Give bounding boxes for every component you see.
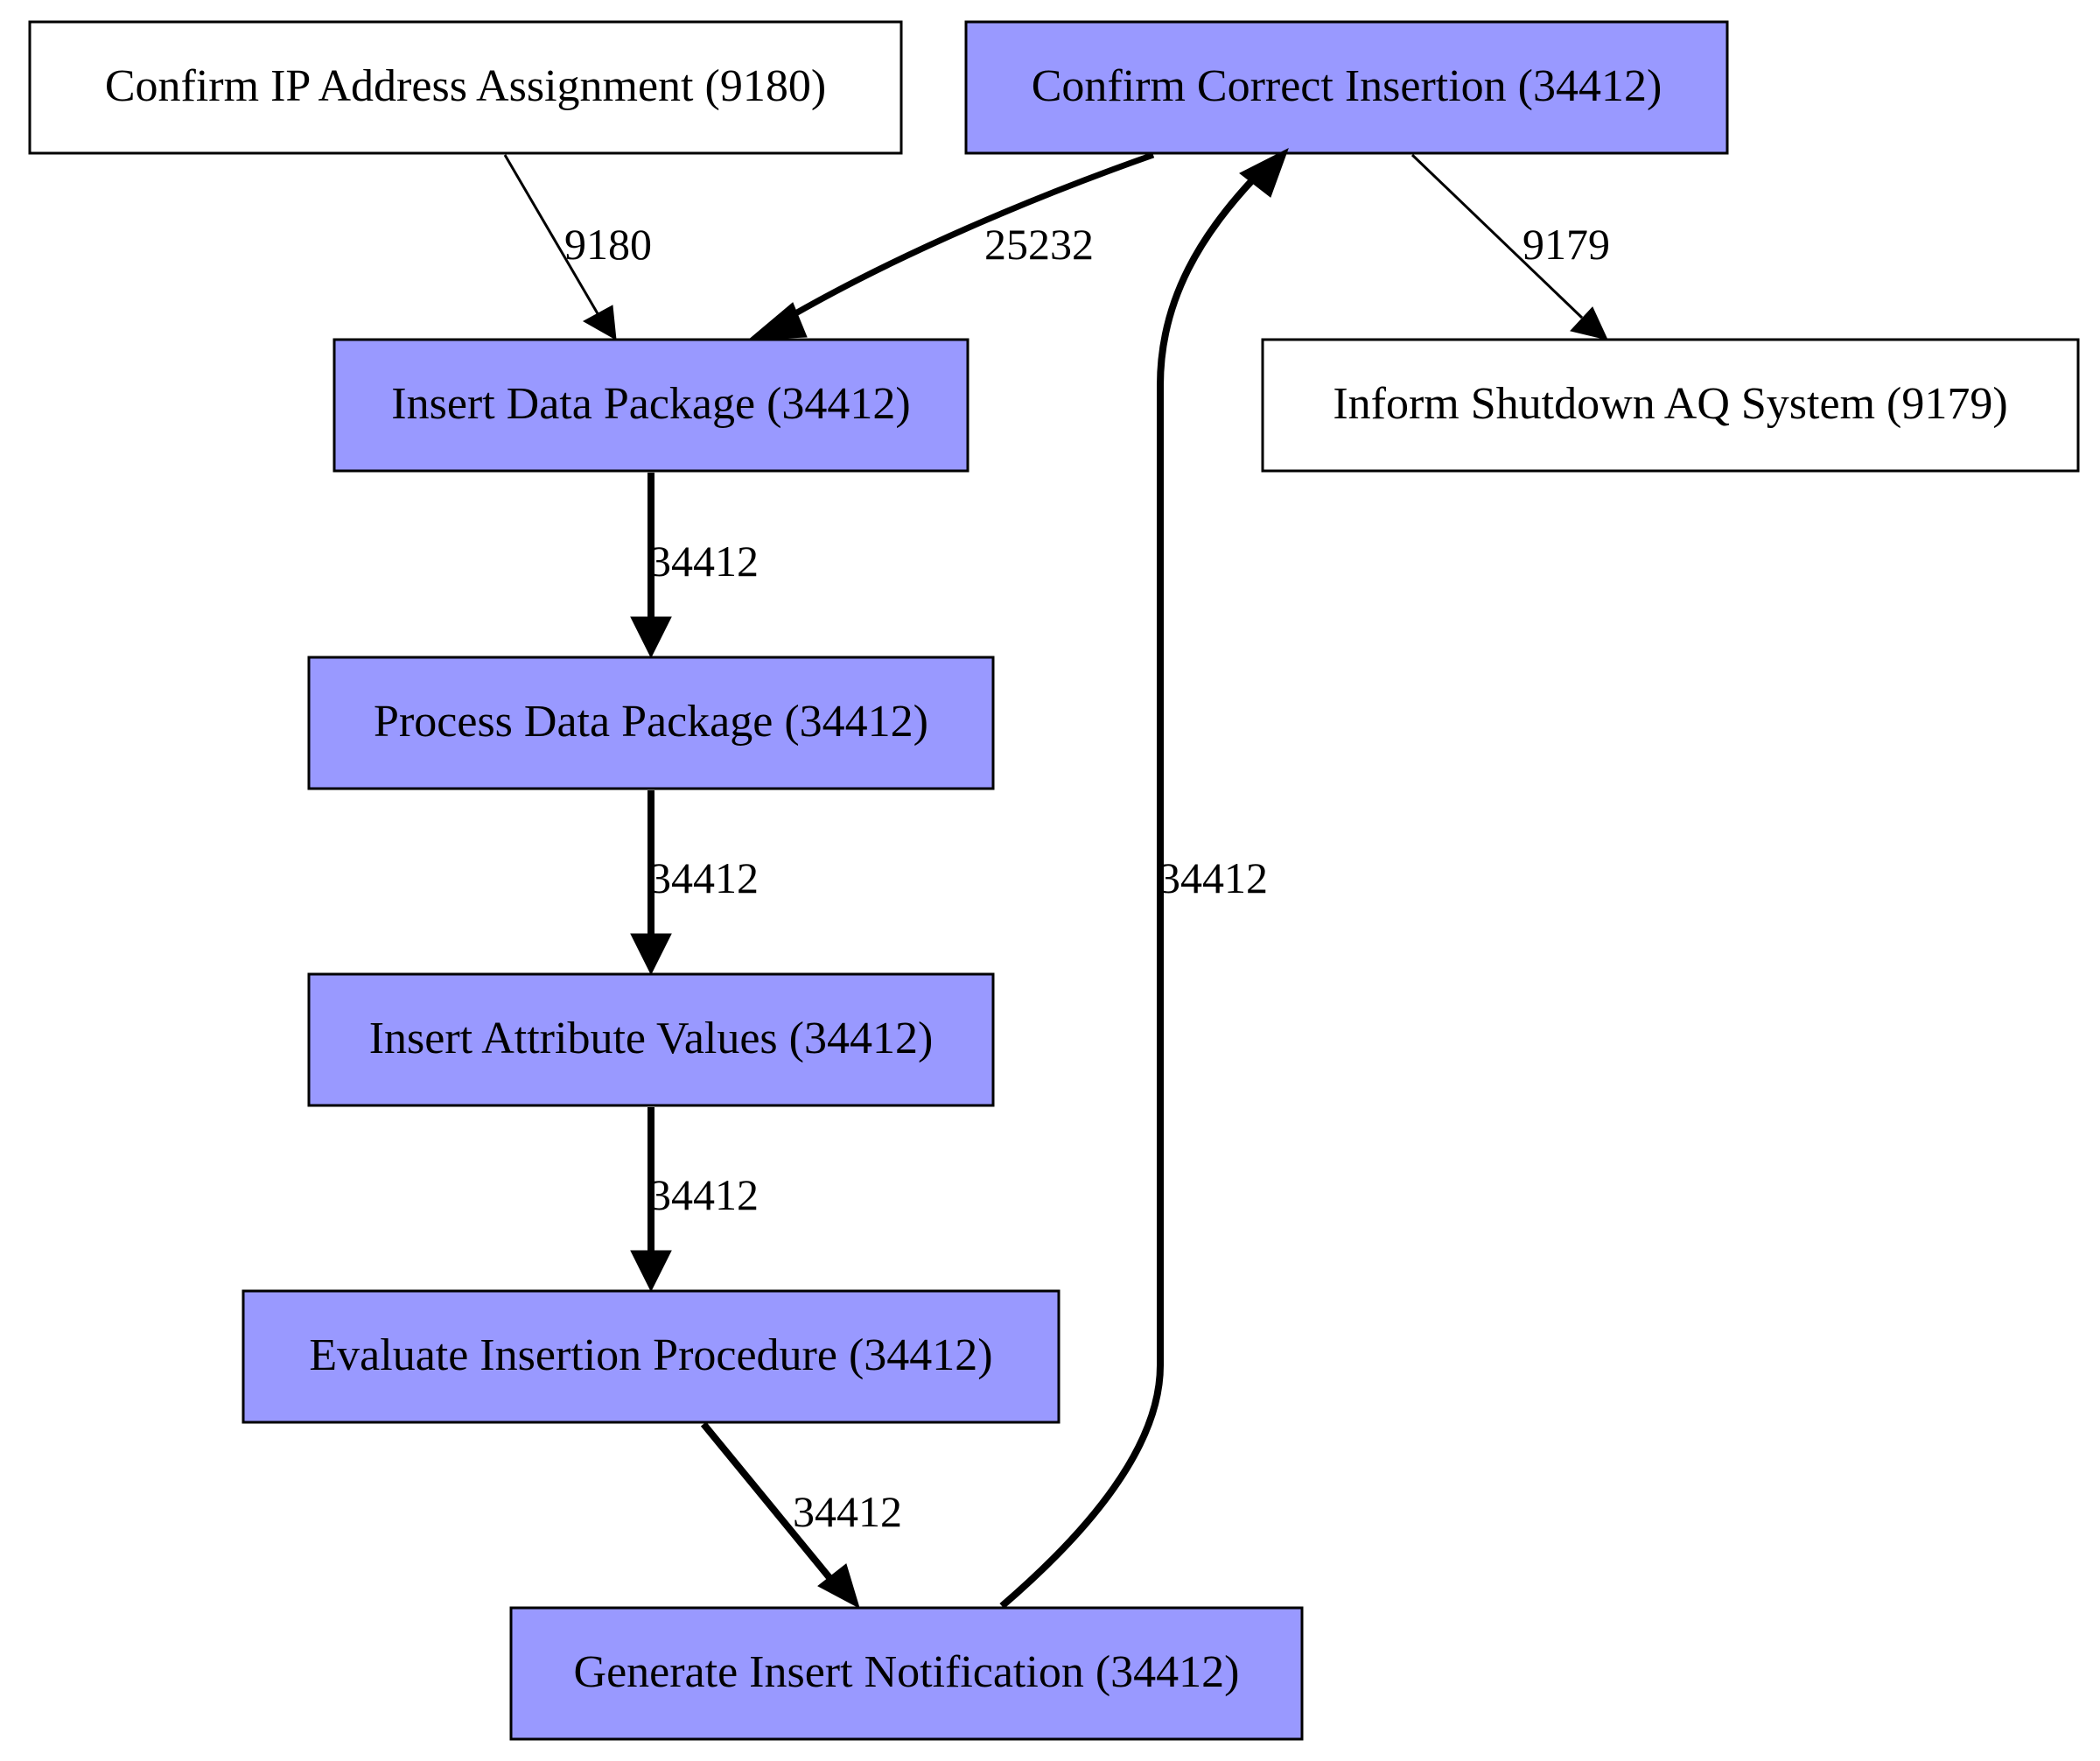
node-confirm-ip-address-assignment: Confirm IP Address Assignment (9180) xyxy=(28,20,903,155)
edge-label: 34412 xyxy=(649,537,759,586)
node-box xyxy=(28,20,903,155)
node-generate-insert-notification: Generate Insert Notification (34412) xyxy=(509,1606,1304,1741)
edge-line xyxy=(503,154,600,316)
edge-label: 34412 xyxy=(793,1487,902,1536)
edge-confirm-ip-to-insert-data: 9180 xyxy=(503,154,652,340)
node-evaluate-insertion-procedure: Evaluate Insertion Procedure (34412) xyxy=(242,1289,1060,1424)
node-box xyxy=(964,20,1729,155)
node-box xyxy=(1261,338,2080,473)
node-box xyxy=(509,1606,1304,1741)
edge-label: 9180 xyxy=(564,220,652,269)
node-box xyxy=(307,972,995,1107)
edge-confirm-correct-to-inform-shutdown: 9179 xyxy=(1410,153,1610,340)
node-label: Evaluate Insertion Procedure (34412) xyxy=(309,1330,992,1380)
node-label: Generate Insert Notification (34412) xyxy=(574,1647,1240,1697)
edge-label: 34412 xyxy=(1158,853,1268,902)
arrow-head xyxy=(630,933,672,976)
node-confirm-correct-insertion: Confirm Correct Insertion (34412) xyxy=(964,20,1729,155)
edge-line xyxy=(779,151,1155,326)
node-label: Insert Attribute Values (34412) xyxy=(369,1014,934,1063)
arrow-head xyxy=(1239,147,1289,198)
arrow-head xyxy=(630,1250,672,1293)
edge-label: 25232 xyxy=(984,220,1094,269)
node-box xyxy=(307,656,995,790)
node-process-data-package: Process Data Package (34412) xyxy=(307,656,995,790)
edge-line xyxy=(700,1421,835,1582)
node-insert-data-package: Insert Data Package (34412) xyxy=(332,338,970,473)
edge-evaluate-to-generate: 34412 xyxy=(700,1421,902,1610)
arrow-head xyxy=(582,305,617,340)
node-label: Confirm IP Address Assignment (9180) xyxy=(105,61,826,111)
node-insert-attribute-values: Insert Attribute Values (34412) xyxy=(307,972,995,1107)
node-label: Confirm Correct Insertion (34412) xyxy=(1032,61,1662,111)
edge-line xyxy=(999,177,1256,1610)
arrow-head xyxy=(1570,306,1608,340)
node-label: Insert Data Package (34412) xyxy=(391,379,910,429)
node-box xyxy=(242,1289,1060,1424)
node-inform-shutdown-aq-system: Inform Shutdown AQ System (9179) xyxy=(1261,338,2080,473)
arrow-head xyxy=(817,1563,860,1610)
node-label: Inform Shutdown AQ System (9179) xyxy=(1333,379,2007,429)
edge-generate-to-confirm-correct: 34412 xyxy=(999,147,1289,1610)
node-label: Process Data Package (34412) xyxy=(374,697,928,747)
node-box xyxy=(332,338,970,473)
edge-line xyxy=(1410,153,1584,319)
edge-confirm-correct-to-insert-data: 25232 xyxy=(747,151,1155,340)
edge-label: 34412 xyxy=(649,1170,759,1219)
edge-label: 34412 xyxy=(649,853,759,902)
arrow-head xyxy=(630,616,672,659)
arrow-head xyxy=(747,302,808,340)
edge-insert-attribute-to-evaluate: 34412 xyxy=(630,1107,759,1293)
edge-process-data-to-insert-attribute: 34412 xyxy=(630,790,759,976)
edge-label: 9179 xyxy=(1522,220,1610,269)
edge-insert-data-to-process-data: 34412 xyxy=(630,473,759,659)
